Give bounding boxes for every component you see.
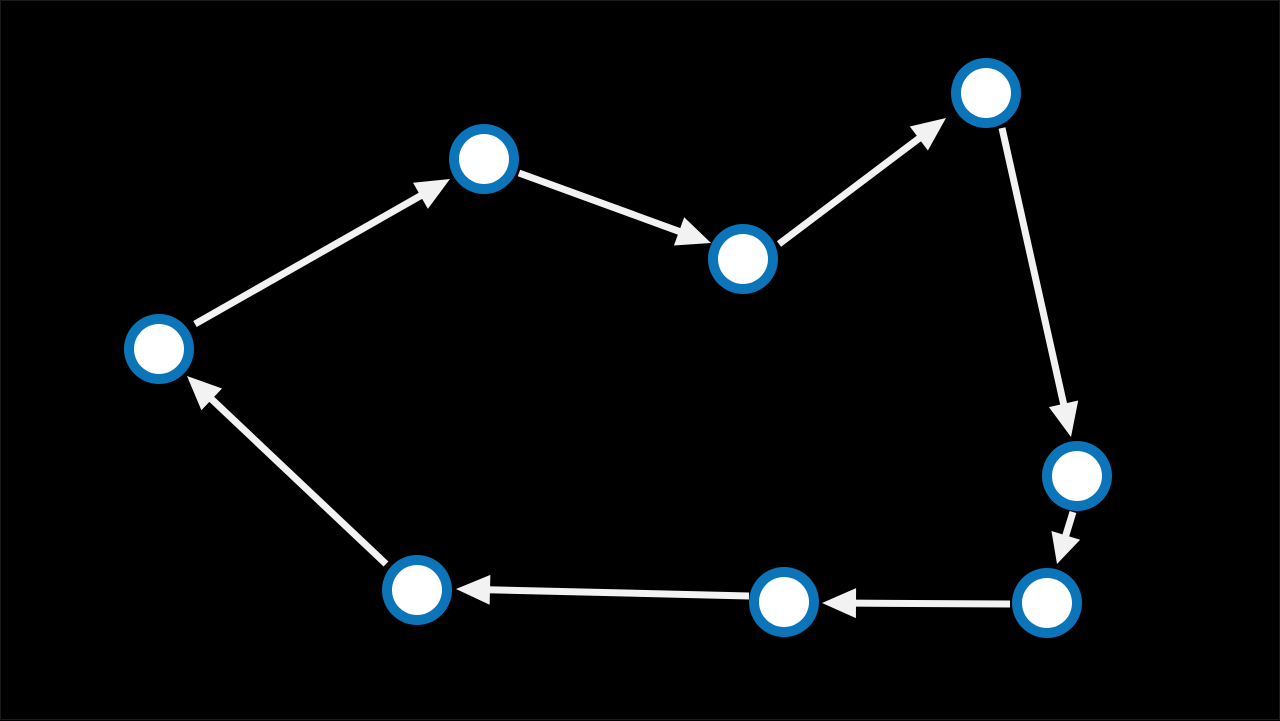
node-core [392, 565, 442, 615]
node-core [718, 234, 768, 284]
edge-shaft [517, 169, 683, 236]
edge-layer [187, 118, 1081, 619]
node-core [961, 68, 1011, 118]
graph-node-n2[interactable] [449, 124, 519, 194]
graph-edge-e8 [187, 376, 389, 567]
edge-arrowhead [1048, 400, 1079, 437]
edge-shaft [193, 191, 424, 328]
graph-node-n4[interactable] [951, 58, 1021, 128]
graph-edge-e1 [193, 179, 450, 328]
graph-edge-e6 [822, 588, 1011, 619]
edge-shaft [487, 586, 750, 600]
edge-arrowhead [822, 588, 857, 619]
graph-node-n6[interactable] [1012, 568, 1082, 638]
graph-node-n7[interactable] [749, 567, 819, 637]
graph-node-n5[interactable] [1042, 441, 1112, 511]
edge-shaft [998, 127, 1068, 407]
node-core [459, 134, 509, 184]
edge-arrowhead [909, 118, 946, 151]
node-layer [124, 58, 1112, 638]
node-core [1052, 451, 1102, 501]
graph-edge-e4 [998, 127, 1079, 437]
graph-edge-e7 [456, 574, 750, 605]
edge-shaft [207, 395, 389, 567]
edge-shaft [853, 599, 1011, 608]
node-core [1022, 578, 1072, 628]
graph-node-n8[interactable] [382, 555, 452, 625]
edge-arrowhead [673, 217, 711, 246]
edge-shaft [1061, 510, 1077, 539]
edge-arrowhead [456, 574, 491, 605]
graph-edge-e5 [1051, 510, 1081, 564]
edge-arrowhead [1051, 530, 1081, 564]
edge-shaft [776, 134, 923, 247]
edge-arrowhead [413, 179, 450, 209]
node-core [759, 577, 809, 627]
graph-edge-e3 [776, 118, 946, 247]
graph-node-n1[interactable] [124, 314, 194, 384]
edge-arrowhead [187, 376, 223, 411]
node-core [134, 324, 184, 374]
graph-edge-e2 [517, 169, 711, 246]
graph-node-n3[interactable] [708, 224, 778, 294]
